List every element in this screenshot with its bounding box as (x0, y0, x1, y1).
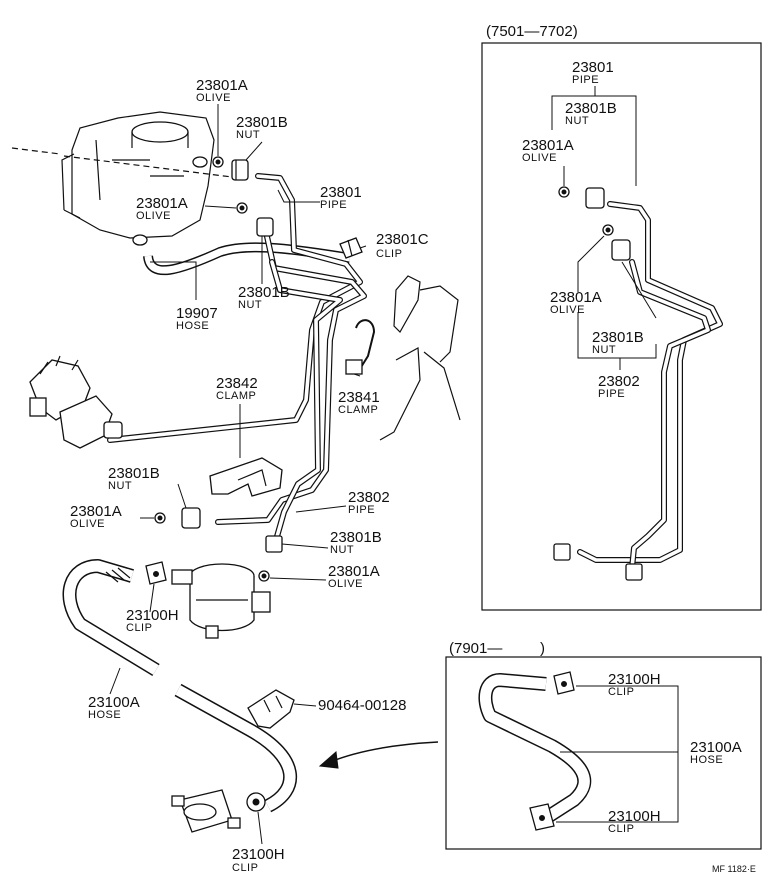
inset-label-23100h-upper-desc: CLIP (608, 686, 634, 698)
label-23801a-lower-desc: OLIVE (70, 518, 105, 530)
label-23801b-end-desc: NUT (330, 544, 354, 556)
inset-nut-b (611, 239, 631, 261)
nut-23801b-lower (181, 507, 201, 529)
label-23802-desc: PIPE (348, 504, 375, 516)
fan-blade-drawing (379, 275, 461, 441)
carburetor-drawing (11, 111, 241, 246)
inset-end-nut-2 (625, 563, 643, 581)
nut-23801b-pipe-end (265, 535, 283, 553)
distributor-drawing (29, 355, 123, 449)
olive-23801a-mid (236, 202, 248, 214)
label-23842-number: 23842 (216, 375, 258, 392)
inset-end-nut-1 (553, 543, 571, 561)
fuel-pump-drawing (171, 563, 271, 639)
clamp-23841-drawing (345, 319, 376, 375)
inset-label-23801-number: 23801 (572, 59, 614, 76)
inset-label-23802-desc: PIPE (598, 388, 625, 400)
inset-label-23100h-lower-desc: CLIP (608, 823, 634, 835)
label-23801b-mid-number: 23801B (238, 284, 290, 301)
label-23801b-top-desc: NUT (236, 129, 260, 141)
inset-7501-7702-title: (7501—7702) (486, 23, 578, 40)
clamp-23842-drawing (209, 457, 283, 497)
inset-bottom-clip-lower (529, 803, 555, 831)
clip-23801c-drawing (339, 237, 363, 259)
inset-label-23100a-number: 23100A (690, 739, 742, 756)
inset-label-23100h-lower-number: 23100H (608, 808, 661, 825)
label-23801a-mid-number: 23801A (136, 195, 188, 212)
label-23801b-top-number: 23801B (236, 114, 288, 131)
inset-label-23801b-bottom-desc: NUT (592, 344, 616, 356)
label-23801b-end-number: 23801B (330, 529, 382, 546)
inset-label-23801-desc: PIPE (572, 74, 599, 86)
label-23801a-mid-desc: OLIVE (136, 210, 171, 222)
part-labels: 23801A OLIVE 23801B NUT 23801 PIPE 23801… (70, 59, 742, 874)
pipe-23802-drawing (215, 229, 367, 543)
label-23801c-desc: CLIP (376, 248, 402, 260)
olive-23801a-filter (258, 570, 270, 582)
inset-bottom-clip-upper (553, 671, 575, 695)
label-23841-number: 23841 (338, 389, 380, 406)
clip-23100h-upper (145, 561, 167, 585)
inset-label-23801b-bottom-number: 23801B (592, 329, 644, 346)
label-23801a-top-desc: OLIVE (196, 92, 231, 104)
inset-7901-title-end: ) (540, 640, 545, 657)
inset-7901-title: (7901— (449, 640, 502, 657)
olive-23801a-top (212, 156, 224, 168)
label-90464-number: 90464-00128 (318, 697, 406, 714)
label-23801b-mid-desc: NUT (238, 299, 262, 311)
inset-label-23801b-top-desc: NUT (565, 115, 589, 127)
label-23801-number: 23801 (320, 184, 362, 201)
clip-23100h-lower (246, 792, 266, 812)
inset-label-23802-number: 23802 (598, 373, 640, 390)
label-23801b-lower-number: 23801B (108, 465, 160, 482)
inset-pointer-arrow (318, 741, 439, 769)
nut-23801b-top (231, 159, 249, 181)
hose-23100a-drawing (62, 559, 298, 813)
inset-nut-a (585, 187, 605, 209)
label-23100h-upper-desc: CLIP (126, 622, 152, 634)
label-23100h-upper-number: 23100H (126, 607, 179, 624)
inset-label-23801a-top-desc: OLIVE (522, 152, 557, 164)
pipe-23801-drawing (107, 173, 363, 443)
label-23841-desc: CLAMP (338, 404, 378, 416)
inset-olive-b (602, 224, 614, 236)
inset-label-23801a-top-number: 23801A (522, 137, 574, 154)
label-23100h-lower-number: 23100H (232, 846, 285, 863)
leader-lines (109, 86, 679, 845)
inset-label-23100h-upper-number: 23100H (608, 671, 661, 688)
label-23801a-filter-number: 23801A (328, 563, 380, 580)
inset-label-23801b-top-number: 23801B (565, 100, 617, 117)
clip-90464-drawing (247, 689, 295, 729)
inset-olive-a (558, 186, 570, 198)
label-23842-desc: CLAMP (216, 390, 256, 402)
fuel-filter-lower (171, 789, 241, 833)
label-23801b-lower-desc: NUT (108, 480, 132, 492)
diagram-reference-code: MF 1182·E (712, 864, 756, 874)
inset-label-23801a-bottom-number: 23801A (550, 289, 602, 306)
label-23801-desc: PIPE (320, 199, 347, 211)
label-23802-number: 23802 (348, 489, 390, 506)
inset-label-23801a-bottom-desc: OLIVE (550, 304, 585, 316)
label-23801a-lower-number: 23801A (70, 503, 122, 520)
label-23801a-filter-desc: OLIVE (328, 578, 363, 590)
olive-23801a-lower (154, 512, 166, 524)
inset-top-pipes (577, 201, 723, 571)
inset-bottom-hose (478, 673, 592, 824)
nut-23801b-mid (256, 217, 274, 237)
inset-label-23100a-desc: HOSE (690, 754, 723, 766)
label-23100a-desc: HOSE (88, 709, 121, 721)
label-19907-desc: HOSE (176, 320, 209, 332)
label-23100a-number: 23100A (88, 694, 140, 711)
label-19907-number: 19907 (176, 305, 218, 322)
label-23100h-lower-desc: CLIP (232, 862, 258, 874)
inset-7501-7702-frame (481, 42, 762, 611)
label-23801c-number: 23801C (376, 231, 429, 248)
inset-7901-frame (445, 656, 762, 850)
label-23801a-top-number: 23801A (196, 77, 248, 94)
